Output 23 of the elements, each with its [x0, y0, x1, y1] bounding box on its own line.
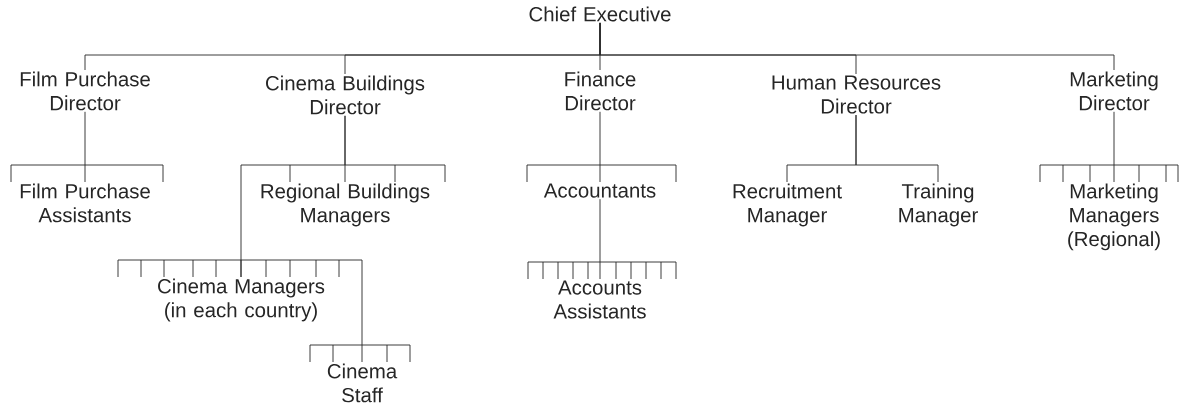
position-label: Human Resources Director	[772, 75, 941, 114]
connector-line	[117, 115, 346, 278]
position-label: Cinema Staff	[327, 363, 398, 403]
connector-line	[10, 111, 164, 183]
position-label: Cinema Buildings Director	[266, 75, 425, 115]
position-label: Training Manager	[899, 183, 978, 227]
position-label: Marketing Managers (Regional)	[1068, 183, 1160, 251]
connector-line	[1039, 111, 1179, 183]
position-label: Cinema Managers (in each country)	[158, 278, 325, 322]
position-label: Finance Director	[565, 71, 636, 111]
connector-line	[526, 111, 677, 183]
position-label: Accounts Assistants	[553, 280, 646, 319]
connector-line	[527, 198, 677, 280]
position-label: Recruitment Manager	[733, 183, 842, 227]
position-label: Accountants	[543, 183, 656, 198]
position-label: Film Purchase Assistants	[20, 183, 150, 223]
position-label: Regional Buildings Managers	[261, 183, 430, 227]
connector-line	[855, 114, 939, 183]
connector-line	[240, 259, 411, 363]
position-label: Chief Executive	[529, 6, 671, 22]
position-label: Marketing Director	[1070, 71, 1158, 111]
connector-line	[599, 22, 1115, 71]
position-label: Film Purchase Director	[20, 71, 150, 111]
